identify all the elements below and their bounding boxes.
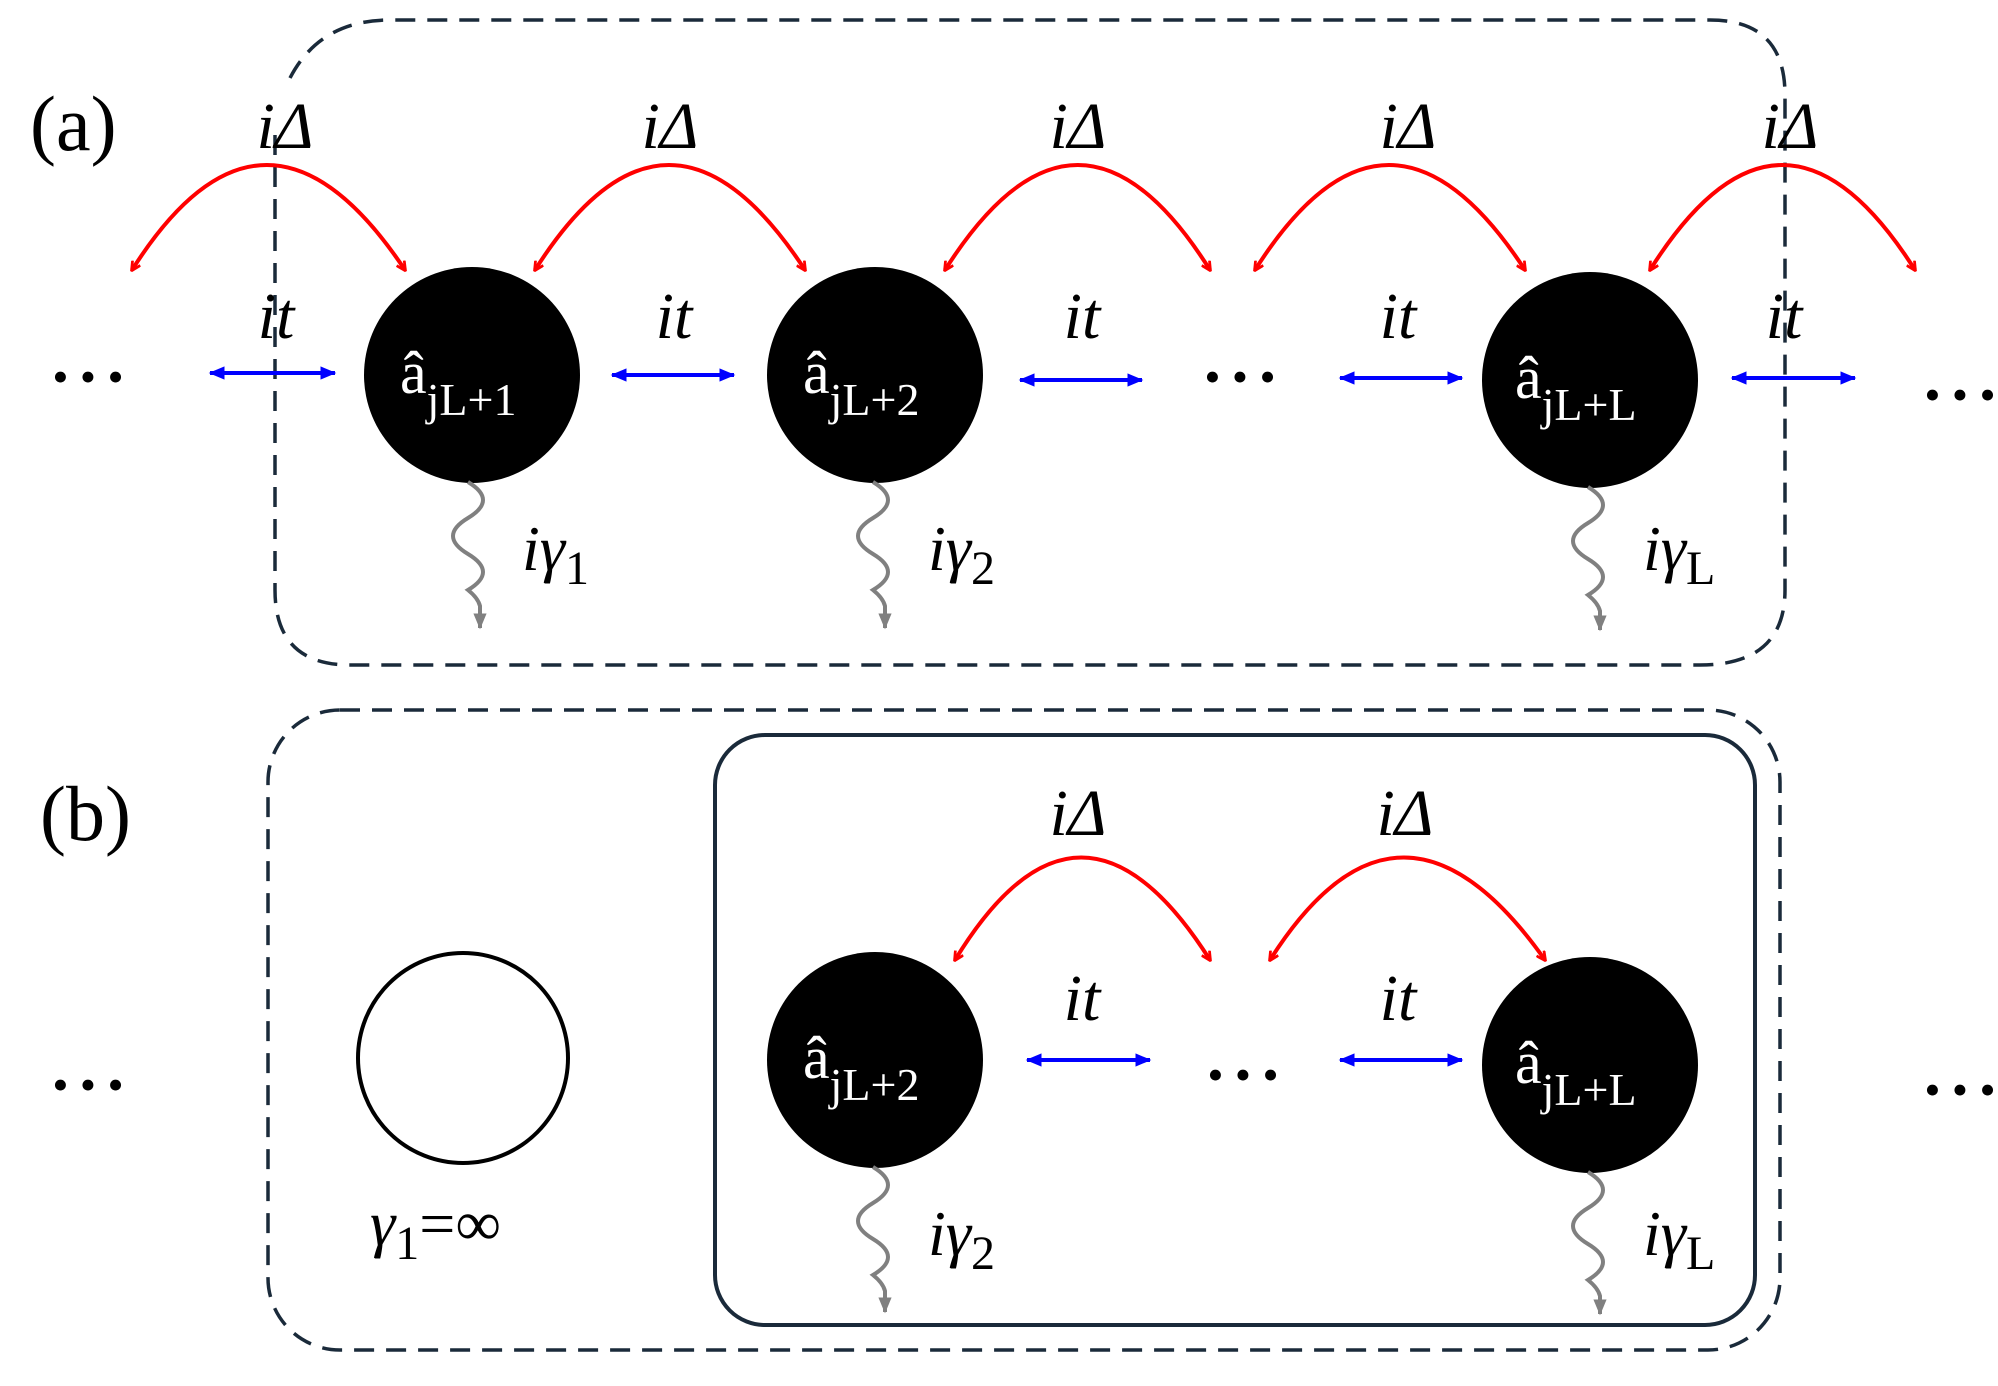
delta-arrow — [945, 163, 1210, 270]
delta-couplings-a — [132, 163, 1915, 270]
loss-label: iγL — [1643, 1198, 1715, 1280]
site-circle — [767, 267, 983, 483]
delta-label: iΔ — [1379, 90, 1436, 163]
delta-arrow — [955, 855, 1210, 961]
delta-label: iΔ — [256, 90, 313, 163]
panel-a-label: (a) — [30, 80, 117, 167]
loss-channels-a — [451, 480, 1607, 632]
hop-label: it — [1380, 280, 1418, 353]
hop-label: it — [258, 280, 296, 353]
hop-label: it — [1064, 280, 1102, 353]
panel-b-label: (b) — [40, 770, 131, 857]
site-circle — [1482, 957, 1698, 1173]
removed-site: γ1=∞ — [356, 951, 570, 1270]
delta-arrow — [1650, 163, 1915, 270]
site-label: âjL+2 — [803, 1025, 919, 1110]
panel-b: (b) γ1=∞ iΔ iΔ it it • • • • • • • • • — [40, 708, 1996, 1352]
delta-arrow — [535, 163, 805, 270]
ellipsis-middle: • • • — [1207, 1049, 1278, 1100]
site-jLL: âjL+L — [1482, 272, 1698, 488]
site-circle — [1482, 272, 1698, 488]
panel-a: (a) iΔ iΔ iΔ iΔ iΔ it it — [30, 18, 1996, 667]
delta-label: iΔ — [641, 90, 698, 163]
site-circle — [364, 267, 580, 483]
delta-label: iΔ — [1376, 777, 1433, 850]
loss-label: iγ2 — [928, 1198, 995, 1280]
site-label: âjL+L — [1515, 1030, 1637, 1115]
ellipsis-right: • • • — [1924, 1064, 1995, 1115]
effective-cell-boundary — [713, 733, 1757, 1327]
delta-label: iΔ — [1049, 90, 1106, 163]
hop-label: it — [1766, 280, 1804, 353]
delta-couplings-b — [955, 855, 1545, 961]
empty-site-circle — [356, 951, 570, 1165]
hoppings-a — [208, 366, 1857, 387]
loss-label: iγL — [1643, 513, 1715, 595]
delta-arrow — [1255, 163, 1525, 270]
delta-label: iΔ — [1761, 90, 1818, 163]
site-jL2: âjL+2 — [767, 267, 983, 483]
site-jL2-b: âjL+2 — [767, 952, 983, 1168]
hop-label: it — [1380, 962, 1418, 1035]
loss-arrow — [451, 480, 487, 630]
unit-cell-boundary-a — [273, 18, 1787, 667]
site-jL1: âjL+1 — [364, 267, 580, 483]
loss-arrow — [856, 480, 892, 630]
site-label: âjL+1 — [400, 340, 516, 425]
hop-labels-a: it it it it it — [258, 280, 1804, 353]
delta-arrow — [1270, 855, 1545, 961]
infinite-loss-label: γ1=∞ — [370, 1188, 501, 1270]
site-label: âjL+L — [1515, 345, 1637, 430]
hop-label: it — [1064, 962, 1102, 1035]
loss-channels-b — [856, 1165, 1607, 1316]
delta-arrow — [132, 163, 405, 270]
site-circle — [767, 952, 983, 1168]
loss-arrow — [856, 1165, 892, 1314]
site-label: âjL+2 — [803, 340, 919, 425]
delta-label: iΔ — [1049, 777, 1106, 850]
ellipsis-middle: • • • — [1204, 351, 1275, 402]
loss-arrow — [1571, 1170, 1607, 1316]
ellipsis-right: • • • — [1924, 369, 1995, 420]
unit-cell-boundary-b — [266, 708, 1782, 1352]
loss-labels-a: iγ1 iγ2 iγL — [522, 513, 1715, 595]
ellipsis-left: • • • — [52, 351, 123, 402]
loss-arrow — [1571, 485, 1607, 632]
loss-label: iγ1 — [522, 513, 589, 595]
site-jLL-b: âjL+L — [1482, 957, 1698, 1173]
delta-labels-a: iΔ iΔ iΔ iΔ iΔ — [256, 90, 1818, 163]
hop-label: it — [656, 280, 694, 353]
ellipsis-left: • • • — [52, 1059, 123, 1110]
loss-label: iγ2 — [928, 513, 995, 595]
